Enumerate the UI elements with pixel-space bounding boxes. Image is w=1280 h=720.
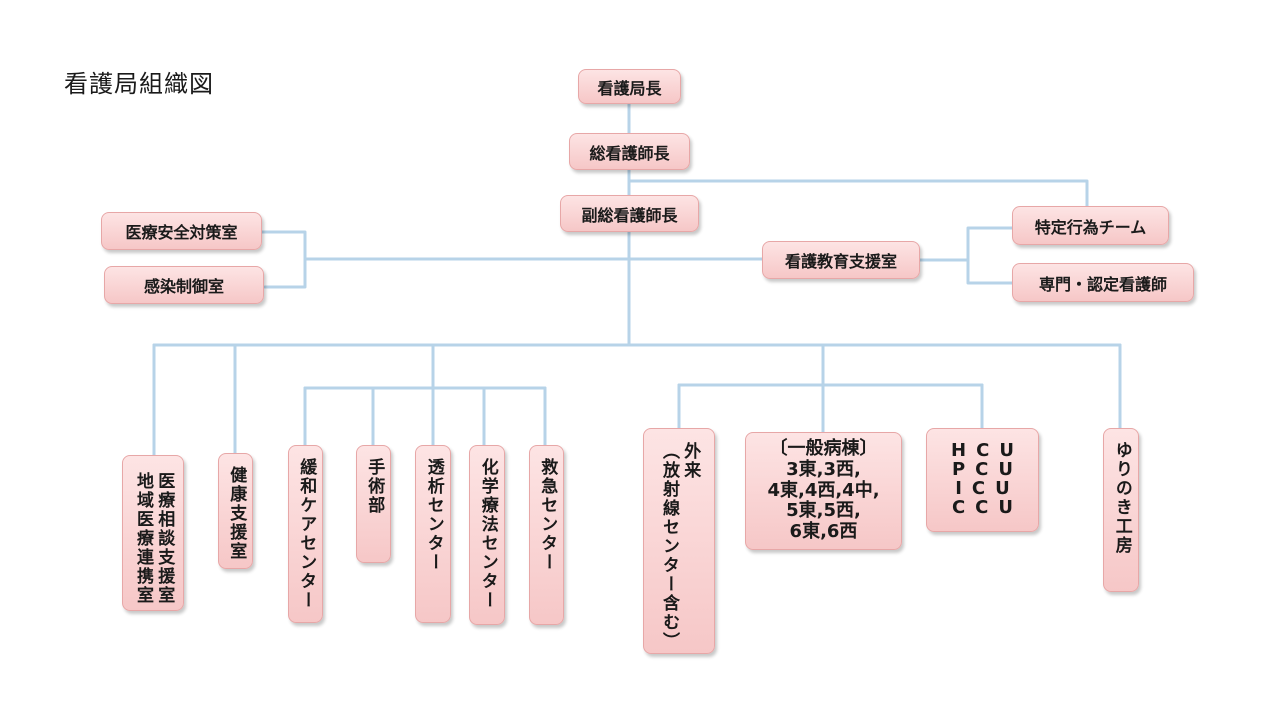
outpatient-box: 外来 （放射線センター含む）: [643, 428, 715, 654]
deputy-chief-box: 副総看護師長: [560, 195, 699, 232]
general-wards-box: 〔一般病棟〕 3東,3西, 4東,4西,4中, 5東,5西, 6東,6西: [745, 432, 902, 550]
education-office-box: 看護教育支援室: [762, 241, 920, 279]
yurinoki-workshop-box: ゆりのき工房: [1103, 428, 1139, 592]
wards-line: 〔一般病棟〕: [769, 438, 878, 460]
surgery-dept-box: 手術部: [356, 445, 391, 563]
palliative-care-center-box: 緩和ケアセンター: [288, 445, 323, 623]
page-title: 看護局組織図: [64, 70, 214, 98]
unit-line: ICU: [955, 478, 1020, 499]
wards-line: 3東,3西,: [786, 458, 861, 480]
chemotherapy-center-box: 化学療法センター: [469, 445, 505, 625]
wards-line: 4東,4西,4中,: [767, 479, 880, 501]
unit-line: CCU: [951, 496, 1024, 518]
dialysis-center-box: 透析センター: [415, 445, 451, 623]
director-box: 看護局長: [578, 69, 681, 104]
regional-liaison-box: 医療相談支援室 地域医療連携室: [122, 455, 184, 611]
unit-line: PCU: [951, 459, 1024, 481]
wards-line: 6東,6西: [789, 521, 858, 543]
health-support-box: 健康支援室: [218, 453, 253, 569]
emergency-center-box: 救急センター: [529, 445, 564, 625]
unit-line: HCU: [951, 440, 1024, 462]
safety-office-box: 医療安全対策室: [101, 212, 262, 250]
infection-control-box: 感染制御室: [104, 266, 264, 304]
intensive-care-units-box: HCU PCU ICU CCU: [926, 428, 1039, 532]
specific-practice-team-box: 特定行為チーム: [1012, 206, 1169, 245]
specialist-nurse-box: 専門・認定看護師: [1012, 263, 1194, 302]
chief-nurse-box: 総看護師長: [569, 133, 690, 170]
wards-line: 5東,5西,: [786, 500, 861, 522]
